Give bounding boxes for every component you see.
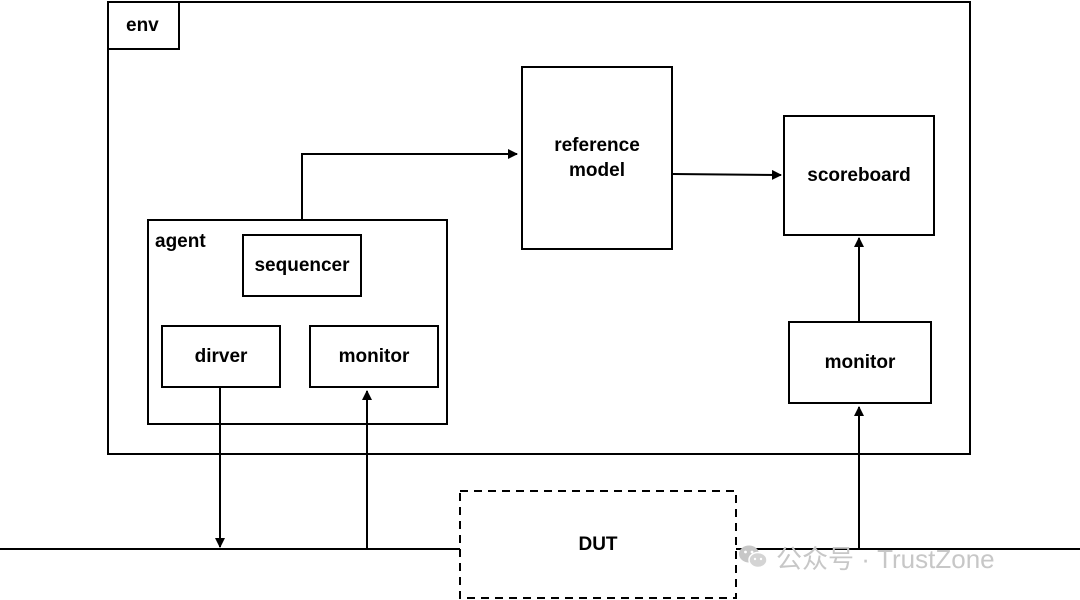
env-label: env xyxy=(126,15,159,36)
agent-label: agent xyxy=(155,231,206,252)
dut-label: DUT xyxy=(578,534,618,555)
reference-model-block: reference model xyxy=(521,66,673,250)
reference-model-label: reference model xyxy=(554,135,640,181)
agent-monitor-block: monitor xyxy=(309,325,439,388)
driver-block: dirver xyxy=(161,325,281,388)
output-monitor-block: monitor xyxy=(788,321,932,404)
env-label-tab: env xyxy=(107,1,180,50)
watermark-text: 公众号 · TrustZone xyxy=(776,543,995,574)
wechat-logo-icon xyxy=(738,544,768,570)
sequencer-block: sequencer xyxy=(242,234,362,297)
scoreboard-block: scoreboard xyxy=(783,115,935,236)
watermark: 公众号 · TrustZone xyxy=(738,537,995,577)
